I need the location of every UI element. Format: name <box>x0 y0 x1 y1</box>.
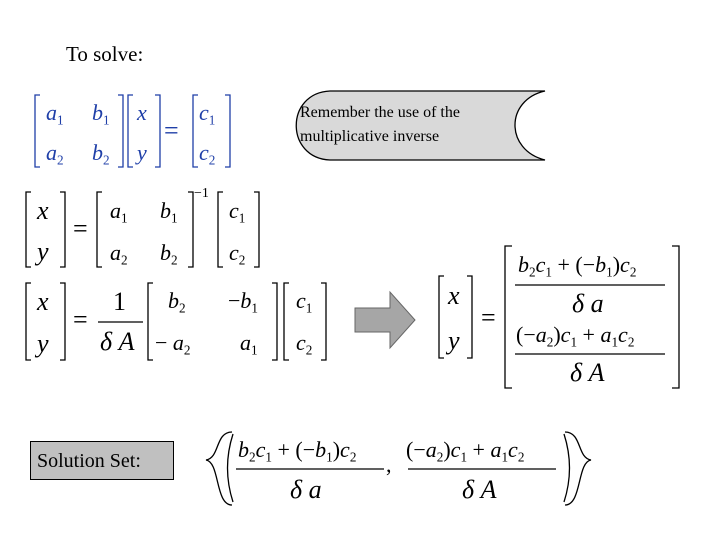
row2-a1: a1 <box>110 198 128 226</box>
callout-text: Remember the use of the multiplicative i… <box>300 101 460 149</box>
row3-delta-a: δ A <box>100 327 135 356</box>
matrix-b2: b2 <box>92 140 110 168</box>
row3-b2: b2 <box>168 288 186 316</box>
matrix-b1: b1 <box>92 100 110 128</box>
heading: To solve: <box>66 42 144 66</box>
callout-line-1: Remember the use of the <box>300 104 460 121</box>
row2-c1: c1 <box>229 198 246 226</box>
arrow-right-icon <box>354 290 416 350</box>
row3-neg-b1: −b1 <box>228 288 259 316</box>
row3-x: x <box>37 287 49 316</box>
equals-sign: = <box>164 116 179 145</box>
row3-c1: c1 <box>296 288 313 316</box>
vector-x: x <box>137 100 147 125</box>
solution-x-denominator: δ a <box>290 475 322 504</box>
result-y-numerator: (−a2)c1 + a1c2 <box>516 322 635 350</box>
solution-x-numerator: b2c1 + (−b1)c2 <box>238 437 357 465</box>
row2-equals: = <box>73 214 88 243</box>
result-x-denominator: δ a <box>572 289 604 318</box>
solution-y-denominator: δ A <box>462 475 497 504</box>
row2-c2: c2 <box>229 240 246 268</box>
result-x: x <box>448 281 460 310</box>
matrix-a1: a1 <box>46 100 64 128</box>
solution-label-box <box>30 441 174 480</box>
inverse-exponent: −1 <box>194 186 209 201</box>
vector-c1: c1 <box>199 100 216 128</box>
row2-b1: b1 <box>160 198 178 226</box>
vector-y: y <box>137 140 147 165</box>
solution-comma: , <box>386 452 392 477</box>
matrix-a2: a2 <box>46 140 64 168</box>
row3-y: y <box>37 329 49 358</box>
row2-a2: a2 <box>110 240 128 268</box>
solution-y-numerator: (−a2)c1 + a1c2 <box>406 437 525 465</box>
vector-c2: c2 <box>199 140 216 168</box>
callout-shape-icon <box>295 90 546 161</box>
row3-a1: a1 <box>240 330 258 358</box>
result-y-denominator: δ A <box>570 358 605 387</box>
row2-b2: b2 <box>160 240 178 268</box>
result-y: y <box>448 326 460 355</box>
row3-equals: = <box>73 305 88 334</box>
callout-line-2: multiplicative inverse <box>300 128 440 145</box>
solution-label: Solution Set: <box>37 450 141 472</box>
row3-numerator-one: 1 <box>113 287 126 316</box>
result-equals: = <box>481 303 496 332</box>
result-x-numerator: b2c1 + (−b1)c2 <box>518 252 637 280</box>
row2-y: y <box>37 237 49 266</box>
row3-neg-a2: − a2 <box>155 330 191 358</box>
row3-c2: c2 <box>296 330 313 358</box>
row2-x: x <box>37 196 49 225</box>
